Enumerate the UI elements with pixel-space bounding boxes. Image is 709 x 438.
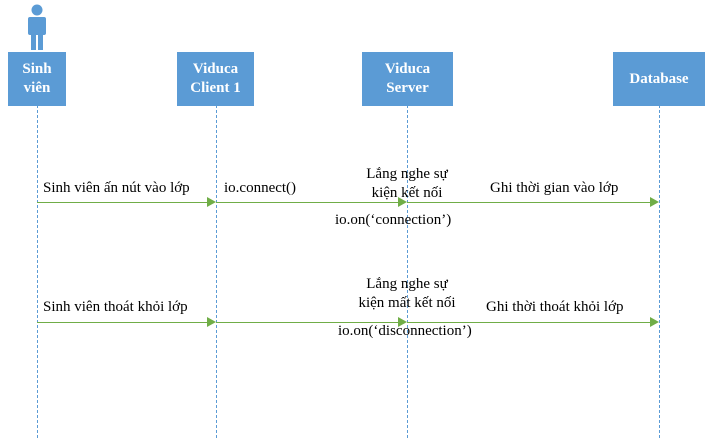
person-icon xyxy=(28,4,46,50)
label-student-join: Sinh viên ấn nút vào lớp xyxy=(43,180,190,196)
arrowhead xyxy=(207,317,216,327)
participant-database: Database xyxy=(613,52,705,106)
arrowhead xyxy=(650,317,659,327)
arrow-student-to-client xyxy=(37,202,207,203)
arrowhead xyxy=(650,197,659,207)
label-io-on-disconnection: io.on(‘disconnection’) xyxy=(338,323,472,339)
arrow-server-to-database-exit xyxy=(407,322,650,323)
label-student-exit: Sinh viên thoát khỏi lớp xyxy=(43,299,188,315)
lifeline-student xyxy=(37,105,38,438)
label-io-connect: io.connect() xyxy=(224,180,297,196)
label-server-listen-connect: Lắng nghe sự kiện kết nối xyxy=(366,166,448,201)
participant-student: Sinh viên xyxy=(8,52,66,106)
label-io-on-connection: io.on(‘connection’) xyxy=(335,212,452,228)
participant-client: Viduca Client 1 xyxy=(177,52,254,106)
arrow-server-to-database xyxy=(407,202,650,203)
label-db-record-exit: Ghi thời thoát khỏi lớp xyxy=(486,299,624,315)
arrowhead xyxy=(398,197,407,207)
participant-server: Viduca Server xyxy=(362,52,453,106)
lifeline-client xyxy=(216,105,217,438)
label-server-listen-disconnect: Lắng nghe sự kiện mất kết nối xyxy=(358,276,456,311)
lifeline-server xyxy=(407,105,408,438)
arrowhead xyxy=(398,317,407,327)
label-db-record-join: Ghi thời gian vào lớp xyxy=(490,180,619,196)
arrow-student-to-client-exit xyxy=(37,322,207,323)
arrowhead xyxy=(207,197,216,207)
arrow-client-to-server xyxy=(216,202,398,203)
arrow-client-to-server-exit xyxy=(216,322,398,323)
lifeline-database xyxy=(659,105,660,438)
